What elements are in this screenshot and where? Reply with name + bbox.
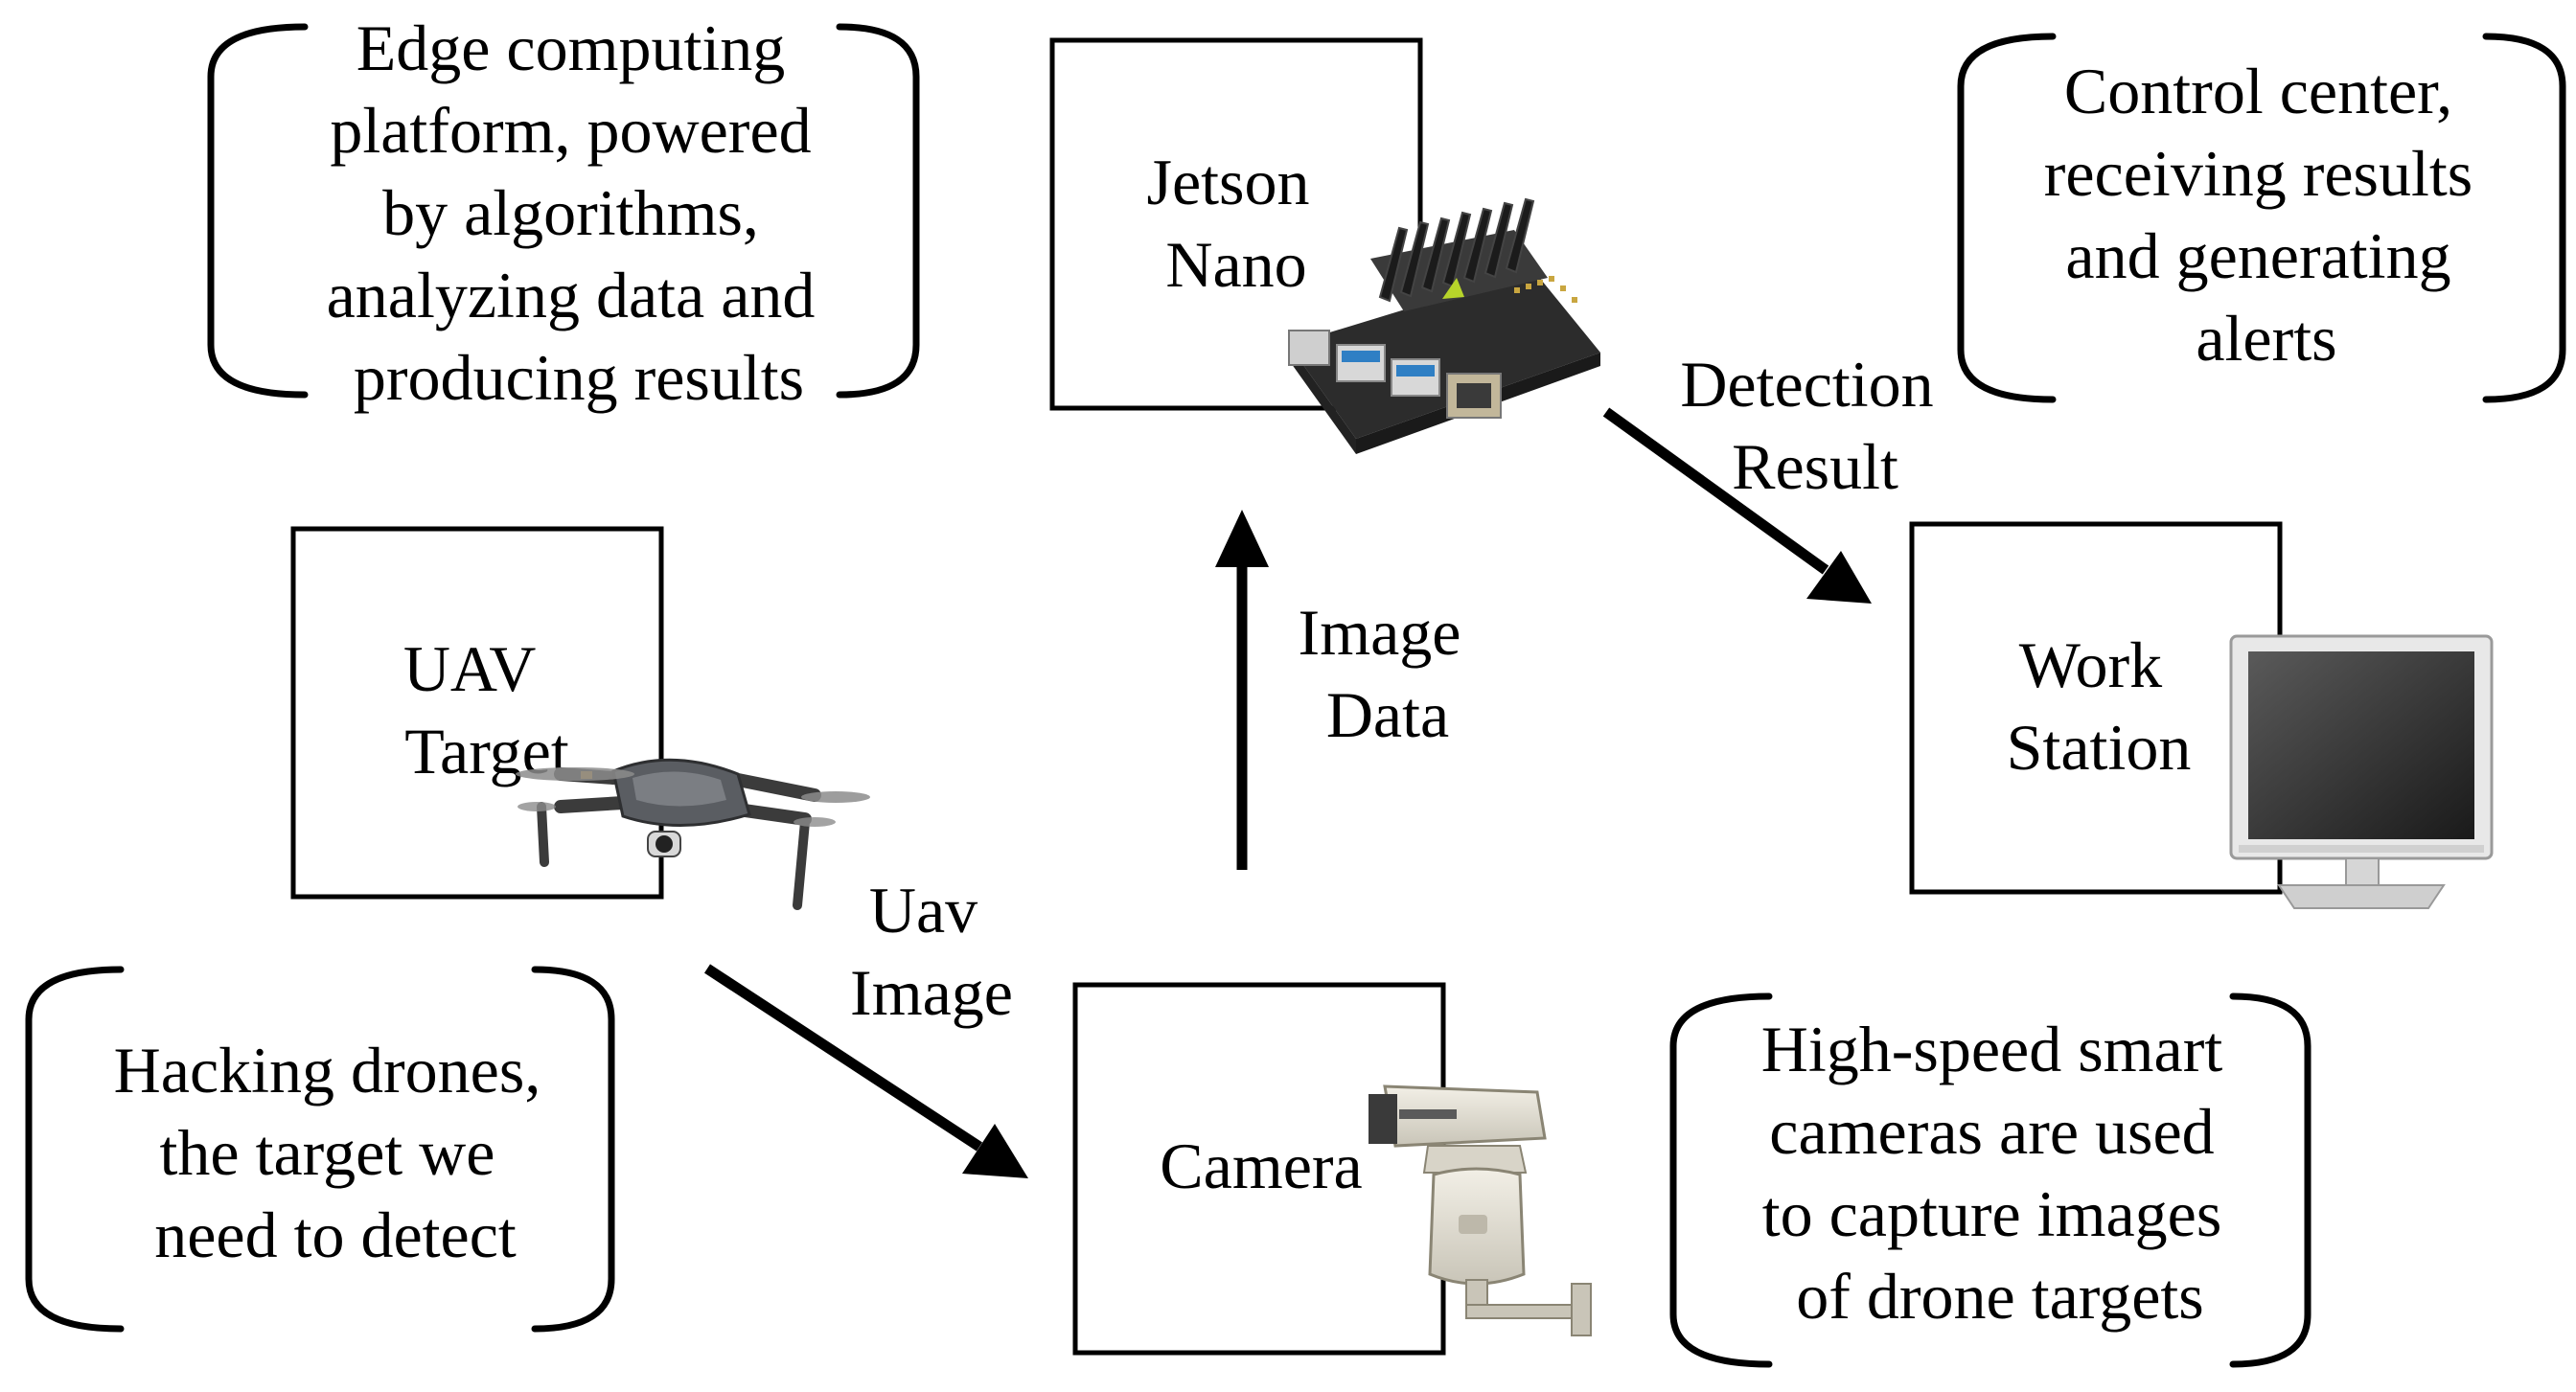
jetson-nano-board-icon <box>1288 197 1600 454</box>
ptz-camera-icon <box>1368 1084 1592 1336</box>
work-station-box <box>1909 521 2283 895</box>
control-note-line-2: receiving results <box>2044 137 2473 210</box>
image-data-arrow <box>1215 510 1269 870</box>
cameras-note-line-2: cameras are used <box>1769 1095 2214 1168</box>
image-data-line-2: Data <box>1326 678 1449 751</box>
jetson-nano-label-line-2: Nano <box>1165 228 1306 301</box>
uav-image-label: Uav Image <box>850 874 1013 1029</box>
control-note-line-4: alerts <box>2196 302 2336 375</box>
uav-image-line-1: Uav <box>869 874 978 947</box>
cameras-note-line-1: High-speed smart <box>1761 1013 2223 1085</box>
detection-result-arrow <box>1602 407 1872 604</box>
image-data-line-1: Image <box>1299 596 1461 669</box>
hacking-note-line-1: Hacking drones, <box>114 1034 541 1107</box>
edge-note-line-1: Edge computing <box>356 11 786 84</box>
camera-label-line-1: Camera <box>1160 1130 1362 1202</box>
edge-note-text: Edge computing platform, powered by algo… <box>327 11 832 414</box>
cameras-note-line-4: of drone targets <box>1796 1260 2204 1333</box>
cameras-note-bracket <box>1669 993 2312 1368</box>
edge-note-line-4: analyzing data and <box>327 259 816 331</box>
uav-image-arrow <box>703 964 1028 1178</box>
control-note-line-3: and generating <box>2065 219 2450 292</box>
detection-result-label: Detection Result <box>1680 348 1949 503</box>
work-station-label-line-2: Station <box>2007 711 2192 784</box>
uav-target-label: UAV Target <box>403 632 569 787</box>
edge-note-bracket <box>207 23 920 399</box>
control-note-bracket <box>1957 33 2566 403</box>
edge-note-line-5: producing results <box>354 341 804 414</box>
hacking-note-bracket <box>25 966 615 1333</box>
hacking-note-line-2: the target we <box>160 1116 495 1189</box>
hacking-note-text: Hacking drones, the target we need to de… <box>114 1034 558 1271</box>
drone-icon <box>516 758 870 910</box>
detection-result-line-1: Detection <box>1680 348 1933 421</box>
uav-image-line-2: Image <box>850 956 1013 1029</box>
edge-note-line-2: platform, powered <box>330 94 811 167</box>
cameras-note-text: High-speed smart cameras are used to cap… <box>1761 1013 2240 1333</box>
image-data-label: Image Data <box>1299 596 1478 751</box>
work-station-label: Work Station <box>2007 628 2192 784</box>
uav-target-label-line-1: UAV <box>403 632 536 705</box>
camera-label: Camera <box>1160 1130 1362 1202</box>
detection-result-line-2: Result <box>1732 430 1898 503</box>
jetson-nano-label: Jetson Nano <box>1147 146 1326 301</box>
control-note-line-1: Control center, <box>2064 55 2452 127</box>
cameras-note-line-3: to capture images <box>1762 1177 2222 1250</box>
control-note-text: Control center, receiving results and ge… <box>2044 55 2490 375</box>
monitor-icon <box>2229 634 2494 909</box>
hacking-note-line-3: need to detect <box>154 1198 517 1271</box>
edge-note-line-3: by algorithms, <box>382 176 759 249</box>
jetson-nano-label-line-1: Jetson <box>1147 146 1310 218</box>
work-station-label-line-1: Work <box>2019 628 2162 701</box>
uav-target-box <box>290 526 664 900</box>
